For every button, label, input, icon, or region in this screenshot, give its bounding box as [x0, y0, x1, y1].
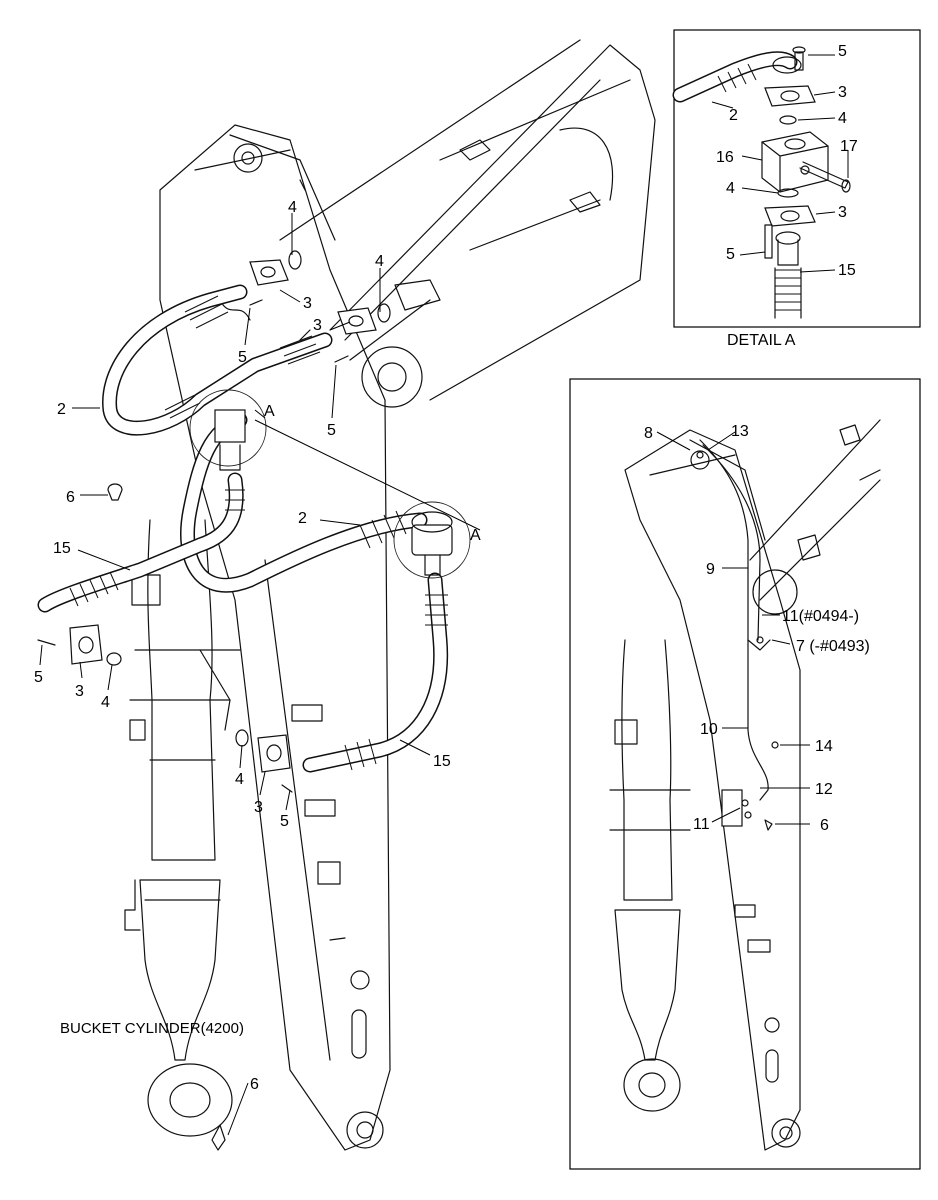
detail-a-title: DETAIL A [727, 332, 796, 349]
main-leaders [39, 213, 481, 1136]
label-3: 3 [303, 295, 312, 312]
label-5: 5 [238, 349, 247, 366]
label-10: 10 [700, 721, 718, 738]
label-4: 4 [375, 253, 384, 270]
label-15: 15 [838, 262, 856, 279]
label-4: 4 [235, 771, 244, 788]
inset-panel: 8 13 9 11(#0494-) 7 (-#0493) 10 14 12 11… [569, 378, 921, 1170]
label-15: 15 [433, 753, 451, 770]
label-4: 4 [288, 199, 297, 216]
label-15: 15 [53, 540, 71, 557]
label-5: 5 [34, 669, 43, 686]
label-a: A [470, 527, 481, 544]
label-5: 5 [838, 43, 847, 60]
label-3: 3 [313, 317, 322, 334]
flange-parts [37, 250, 391, 793]
hose-2-left [102, 284, 333, 436]
hose-15-left [37, 472, 245, 613]
fitting-block-a-upper [189, 389, 267, 471]
label-7-serial: 7 (-#0493) [796, 638, 870, 655]
label-14: 14 [815, 738, 833, 755]
label-2: 2 [729, 107, 738, 124]
boom [279, 39, 656, 408]
label-11: 11 [693, 816, 710, 833]
label-6: 6 [66, 489, 75, 506]
main-labels: 4 4 3 3 5 5 2 A 6 2 15 A 5 3 4 4 3 5 15 … [34, 199, 481, 1093]
label-6: 6 [820, 817, 829, 834]
label-4: 4 [726, 180, 735, 197]
main-view: 4 4 3 3 5 5 2 A 6 2 15 A 5 3 4 4 3 5 15 … [34, 39, 656, 1151]
detail-a-panel: 5 3 2 4 16 17 4 3 5 15 DETAIL A [672, 29, 921, 349]
label-3: 3 [838, 84, 847, 101]
label-17: 17 [840, 138, 858, 155]
label-11-serial: 11(#0494-) [782, 608, 859, 625]
label-6: 6 [250, 1076, 259, 1093]
label-5: 5 [327, 422, 336, 439]
label-5: 5 [280, 813, 289, 830]
label-3: 3 [838, 204, 847, 221]
bucket-cylinder [124, 519, 241, 1151]
label-4: 4 [101, 694, 110, 711]
bucket-cylinder-caption: BUCKET CYLINDER(4200) [60, 1020, 244, 1037]
label-2: 2 [298, 510, 307, 527]
label-3: 3 [75, 683, 84, 700]
fitting-block-a-lower [393, 501, 471, 579]
label-9: 9 [706, 561, 715, 578]
label-8: 8 [644, 425, 653, 442]
label-5: 5 [726, 246, 735, 263]
label-16: 16 [716, 149, 734, 166]
label-13: 13 [731, 423, 749, 440]
label-a: A [264, 403, 275, 420]
label-12: 12 [815, 781, 833, 798]
label-4: 4 [838, 110, 847, 127]
label-3: 3 [254, 799, 263, 816]
label-2: 2 [57, 401, 66, 418]
inset-frame [569, 378, 921, 1170]
hose-15-right [302, 572, 449, 773]
